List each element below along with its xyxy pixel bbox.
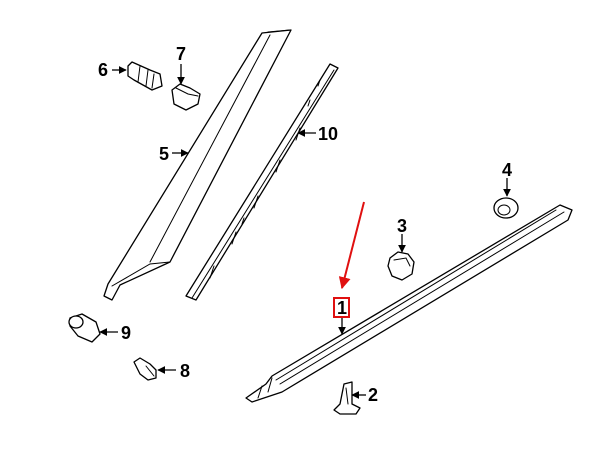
callout-10: 10 — [318, 124, 338, 144]
callout-4: 4 — [502, 160, 512, 180]
grommet-part-4 — [493, 197, 519, 219]
clip-part-6 — [127, 61, 163, 91]
highlight-arrow — [338, 201, 365, 290]
callout-2: 2 — [368, 385, 378, 405]
callout-8: 8 — [180, 361, 190, 381]
highlight-box — [333, 297, 350, 318]
callout-3: 3 — [397, 216, 407, 236]
clip-part-2 — [333, 381, 361, 415]
screw-part-8 — [133, 357, 157, 381]
leader-lines — [99, 64, 511, 399]
callout-5: 5 — [159, 144, 169, 164]
callout-6: 6 — [98, 60, 108, 80]
clip-part-3 — [387, 251, 415, 281]
sill-moulding-part-1 — [245, 204, 573, 403]
callout-7: 7 — [176, 44, 186, 64]
callout-1: 1 — [337, 298, 347, 318]
cap-part-7 — [171, 83, 201, 111]
pillar-garnish-part — [103, 29, 292, 301]
callout-9: 9 — [121, 323, 131, 343]
grommet-part-9 — [68, 313, 101, 343]
